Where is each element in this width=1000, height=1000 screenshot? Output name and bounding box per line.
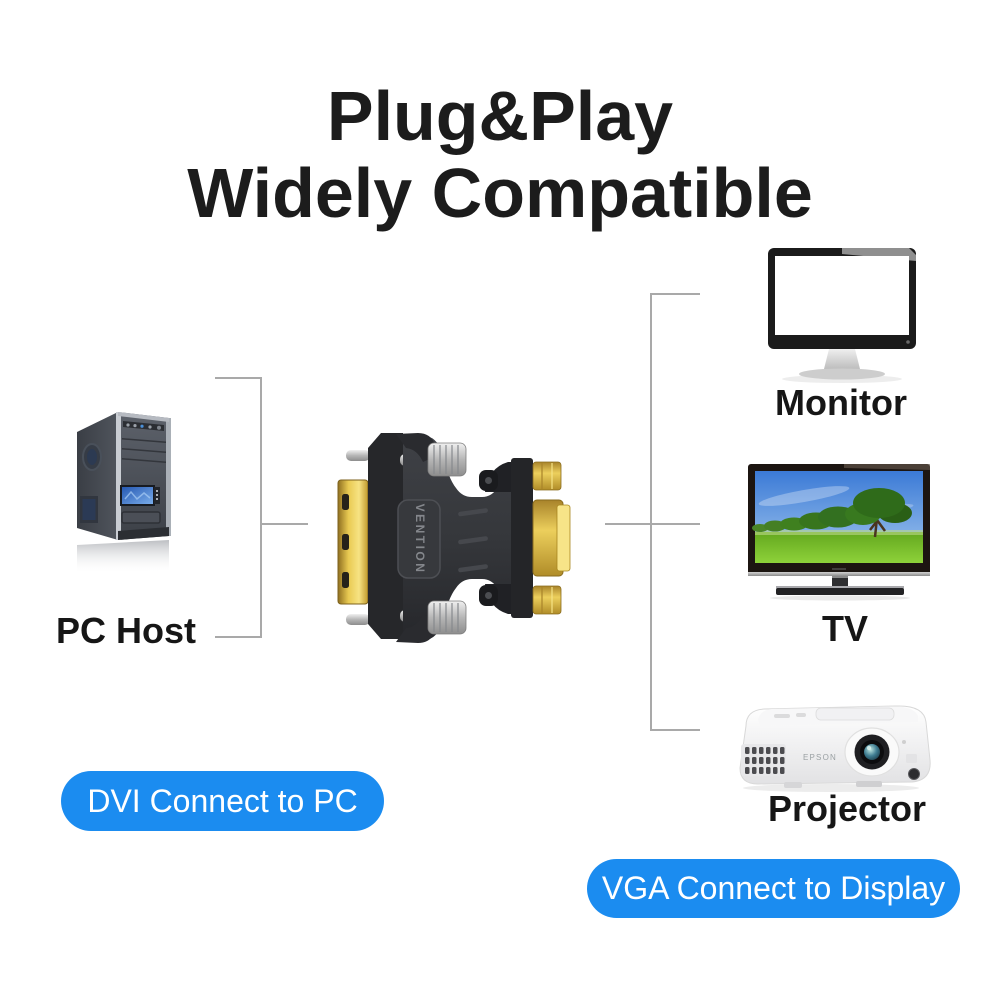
monitor-icon: [768, 248, 916, 383]
connector-line-left-bottom: [215, 636, 262, 638]
connector-line-left-top: [215, 377, 262, 379]
projector-label: Projector: [767, 788, 927, 829]
adapter-graphic: VENTION: [318, 418, 576, 654]
projector-icon: EPSON: [739, 705, 931, 792]
dvi-connect-badge: DVI Connect to PC: [61, 771, 384, 831]
monitor-graphic: [757, 242, 927, 392]
connector-line-left-vertical: [260, 377, 262, 638]
title-line-1: Plug&Play: [326, 77, 674, 155]
dvi-connect-badge-text: DVI Connect to PC: [87, 782, 358, 819]
vga-connect-badge: VGA Connect to Display: [587, 859, 960, 918]
connector-line-right-top: [652, 293, 700, 295]
page-title: Plug&Play Widely Compatible: [0, 78, 1000, 232]
pc-tower-icon: [77, 412, 171, 574]
projector-graphic: EPSON: [728, 696, 938, 796]
connector-line-right-bottom: [652, 729, 700, 731]
vga-connect-badge-text: VGA Connect to Display: [601, 870, 946, 906]
tv-label: TV: [821, 608, 868, 649]
title-line-2: Widely Compatible: [187, 154, 813, 232]
pc-host-label: PC Host: [56, 610, 197, 651]
monitor-label: Monitor: [775, 382, 907, 423]
connector-line-right-vertical: [650, 293, 652, 731]
tv-graphic: [744, 458, 934, 603]
adapter-brand-text: VENTION: [413, 504, 427, 575]
connector-line-right-middle: [605, 523, 700, 525]
tv-icon: [748, 464, 930, 601]
projector-brand-text: EPSON: [803, 753, 837, 762]
connector-line-left-middle: [262, 523, 308, 525]
pc-host-graphic: [64, 400, 194, 580]
dvi-vga-adapter-icon: VENTION: [337, 433, 571, 643]
